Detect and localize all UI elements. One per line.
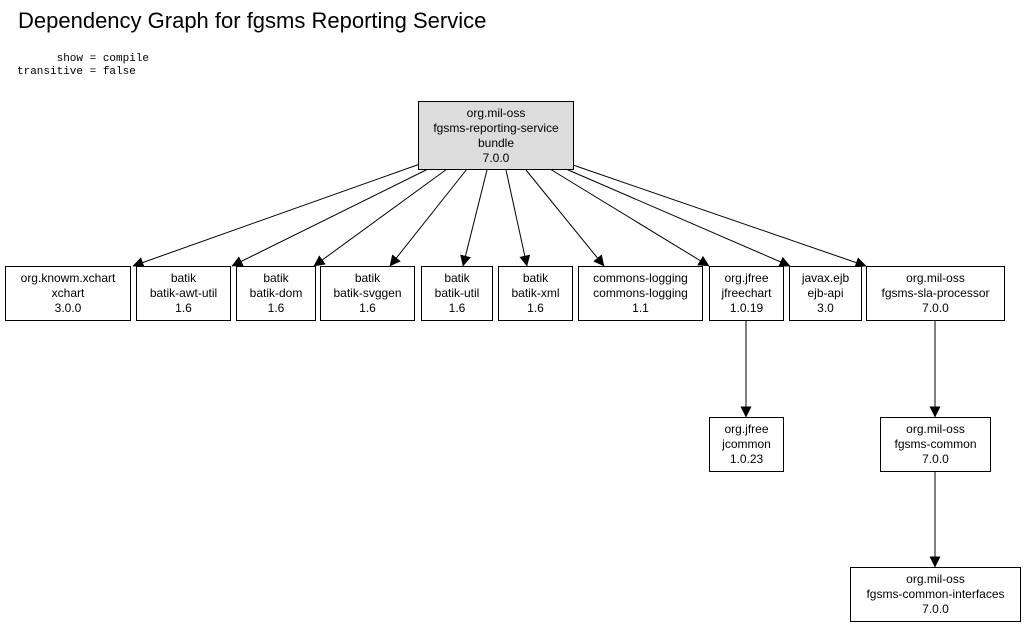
dependency-node-batik-svggen[interactable]: batik batik-svggen 1.6 xyxy=(320,266,415,321)
node-artifact: batik-awt-util xyxy=(149,286,218,300)
dependency-node-fgsms-common-interfaces[interactable]: org.mil-oss fgsms-common-interfaces 7.0.… xyxy=(850,567,1021,622)
dependency-node-fgsms-sla-processor[interactable]: org.mil-oss fgsms-sla-processor 7.0.0 xyxy=(866,266,1005,321)
node-version: 3.0 xyxy=(817,301,834,315)
dependency-node-jfreechart[interactable]: org.jfree jfreechart 1.0.19 xyxy=(709,266,784,321)
node-version: 1.6 xyxy=(359,301,376,315)
node-artifact: jfreechart xyxy=(721,286,772,300)
node-version: 1.6 xyxy=(175,301,192,315)
node-artifact: fgsms-common-interfaces xyxy=(866,587,1005,601)
node-version: 7.0.0 xyxy=(922,452,949,466)
node-version: 3.0.0 xyxy=(54,301,82,315)
node-version: 1.6 xyxy=(527,301,544,315)
node-group: org.jfree xyxy=(724,271,769,285)
node-group: batik xyxy=(522,271,549,285)
node-version: 7.0.0 xyxy=(922,602,949,616)
node-version: 1.1 xyxy=(632,301,649,315)
dependency-node-commons-logging[interactable]: commons-logging commons-logging 1.1 xyxy=(578,266,703,321)
node-artifact: batik-svggen xyxy=(333,286,402,300)
node-version: 1.0.19 xyxy=(729,301,764,315)
node-artifact: batik-dom xyxy=(249,286,303,300)
dependency-node-jcommon[interactable]: org.jfree jcommon 1.0.23 xyxy=(709,417,784,472)
edge-root-xchart xyxy=(132,163,421,268)
edge-root-sla-processor xyxy=(572,164,867,268)
node-artifact: jcommon xyxy=(722,437,771,451)
node-group: javax.ejb xyxy=(801,271,850,285)
dependency-node-batik-util[interactable]: batik batik-util 1.6 xyxy=(421,266,493,321)
dependency-node-xchart[interactable]: org.knowm.xchart xchart 3.0.0 xyxy=(5,266,131,321)
edge-root-batik-svggen xyxy=(389,168,468,267)
node-artifact: xchart xyxy=(51,286,85,300)
node-artifact: fgsms-reporting-service xyxy=(433,120,559,135)
dependency-node-fgsms-common[interactable]: org.mil-oss fgsms-common 7.0.0 xyxy=(880,417,991,472)
node-group: batik xyxy=(170,271,197,285)
node-artifact: batik-xml xyxy=(511,286,560,300)
edge-root-batik-awt-util xyxy=(231,168,429,267)
graph-parameters: show = compile transitive = false xyxy=(17,53,150,78)
edge-root-batik-dom xyxy=(313,168,448,267)
diagram-title: Dependency Graph for fgsms Reporting Ser… xyxy=(18,8,487,33)
edge-root-commons-logging xyxy=(525,169,605,267)
node-group: org.mil-oss xyxy=(906,422,965,436)
edge-root-batik-util xyxy=(460,169,488,267)
node-group: batik xyxy=(444,271,470,285)
node-artifact: batik-util xyxy=(434,286,480,300)
dependency-node-batik-dom[interactable]: batik batik-dom 1.6 xyxy=(236,266,316,321)
node-artifact: commons-logging xyxy=(593,286,688,300)
node-group: batik xyxy=(263,271,289,285)
edge-root-ejb-api xyxy=(565,168,791,267)
edge-root-batik-xml xyxy=(505,169,531,267)
node-group: org.mil-oss xyxy=(906,572,965,586)
node-version: 1.6 xyxy=(448,301,466,315)
dependency-node-batik-awt-util[interactable]: batik batik-awt-util 1.6 xyxy=(136,266,231,321)
node-group: commons-logging xyxy=(593,271,688,285)
edge-root-jfreechart xyxy=(549,168,710,267)
node-version: 1.0.23 xyxy=(729,452,764,466)
node-artifact: fgsms-sla-processor xyxy=(881,286,990,300)
node-group: org.jfree xyxy=(724,422,769,436)
node-version: 7.0.0 xyxy=(922,301,949,315)
node-version: 1.6 xyxy=(267,301,285,315)
root-node[interactable]: org.mil-oss fgsms-reporting-service bund… xyxy=(418,101,574,170)
node-version: 7.0.0 xyxy=(482,150,510,165)
node-type: bundle xyxy=(477,135,515,150)
dependency-node-ejb-api[interactable]: javax.ejb ejb-api 3.0 xyxy=(789,266,862,321)
node-group: batik xyxy=(354,271,381,285)
node-group: org.mil-oss xyxy=(906,271,965,285)
node-group: org.knowm.xchart xyxy=(20,271,116,285)
node-artifact: fgsms-common xyxy=(894,437,977,451)
node-artifact: ejb-api xyxy=(807,286,844,300)
node-group: org.mil-oss xyxy=(466,105,526,120)
dependency-node-batik-xml[interactable]: batik batik-xml 1.6 xyxy=(498,266,573,321)
